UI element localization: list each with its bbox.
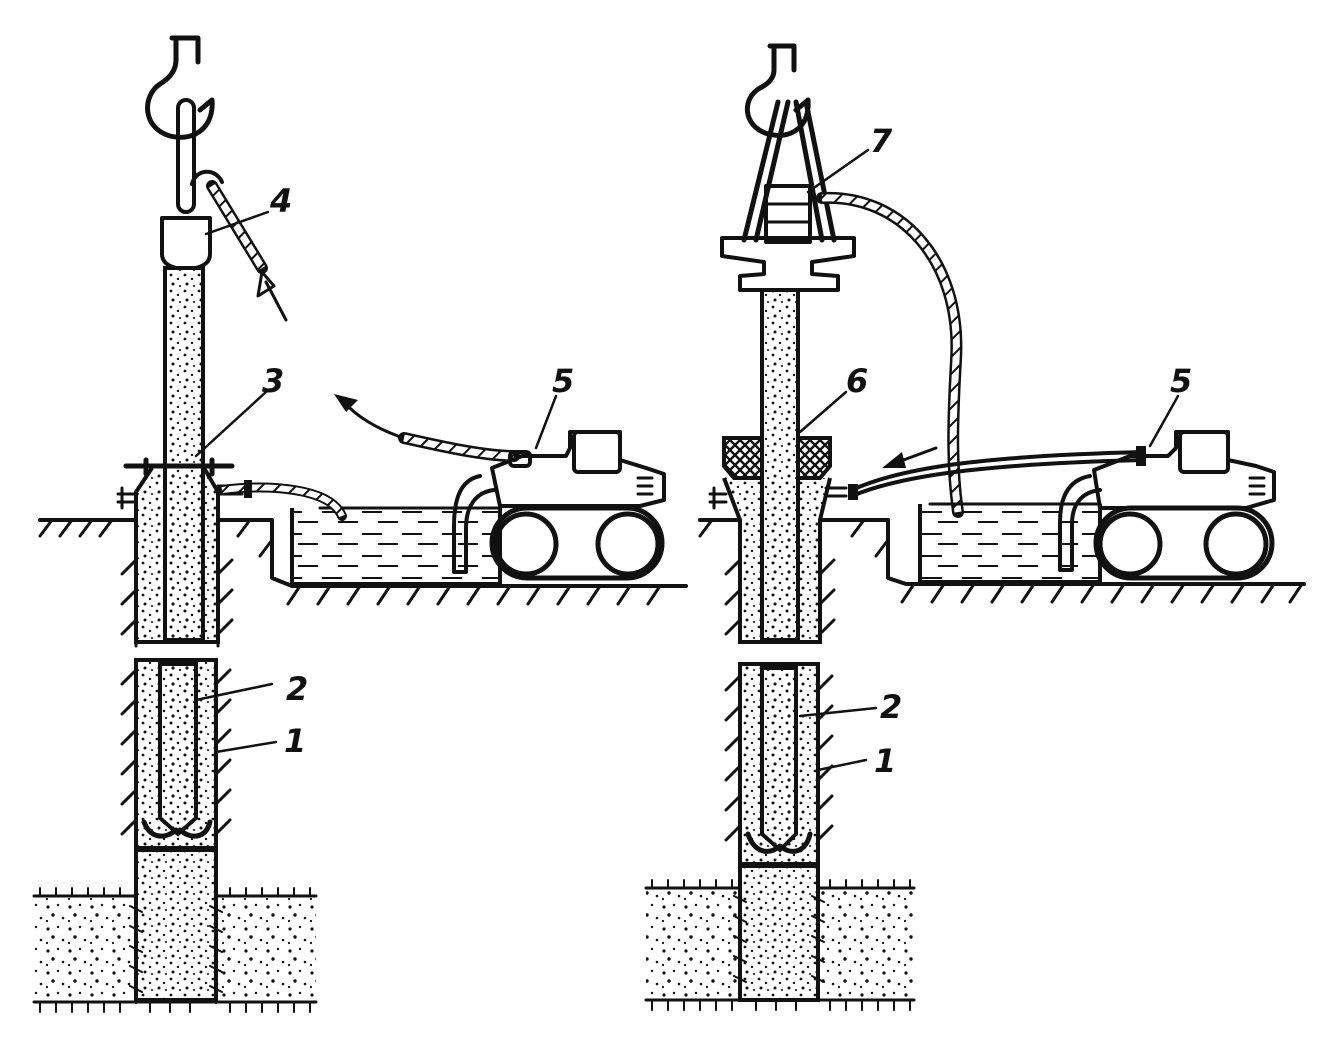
left-pile-head <box>160 216 212 270</box>
label-left-casing: 1 <box>284 722 306 760</box>
label-right-pile: 2 <box>880 688 902 726</box>
label-left-pump: 5 <box>552 362 574 400</box>
right-packer-6 <box>722 436 764 480</box>
left-flow-arrow <box>342 400 400 438</box>
label-right-vibrator: 7 <box>870 122 893 160</box>
left-water-pit <box>290 508 502 586</box>
left-pump-5 <box>489 430 666 581</box>
left-casing-top <box>134 466 220 644</box>
right-foundation <box>738 864 820 1002</box>
right-vibrator-sling <box>741 99 837 243</box>
right-delivery-hose <box>851 450 1147 492</box>
left-sling <box>190 169 224 186</box>
right-pump-5 <box>1092 430 1276 581</box>
left-assembly <box>32 35 688 1013</box>
left-collar-3 <box>123 457 235 477</box>
right-assembly <box>644 43 1306 1011</box>
right-vibrator-7 <box>764 184 812 244</box>
label-right-pump: 5 <box>1170 362 1192 400</box>
label-left-hose: 4 <box>269 182 292 220</box>
label-left-pile: 2 <box>286 670 308 708</box>
label-left-collar: 3 <box>262 362 284 400</box>
left-soil-layer <box>34 898 136 1002</box>
left-hose-arrow <box>256 270 288 322</box>
right-casing-top <box>722 477 832 644</box>
label-right-casing: 1 <box>874 742 896 780</box>
left-shackle-link <box>176 98 196 214</box>
right-cap <box>720 236 856 292</box>
right-soil-layer <box>646 890 740 1000</box>
left-pile-2 <box>158 662 198 837</box>
left-foundation <box>134 848 218 1002</box>
right-pile-2 <box>760 666 798 853</box>
label-right-packer: 6 <box>846 362 868 400</box>
left-crane-hook <box>145 35 215 140</box>
right-flow-arrow <box>896 446 938 464</box>
